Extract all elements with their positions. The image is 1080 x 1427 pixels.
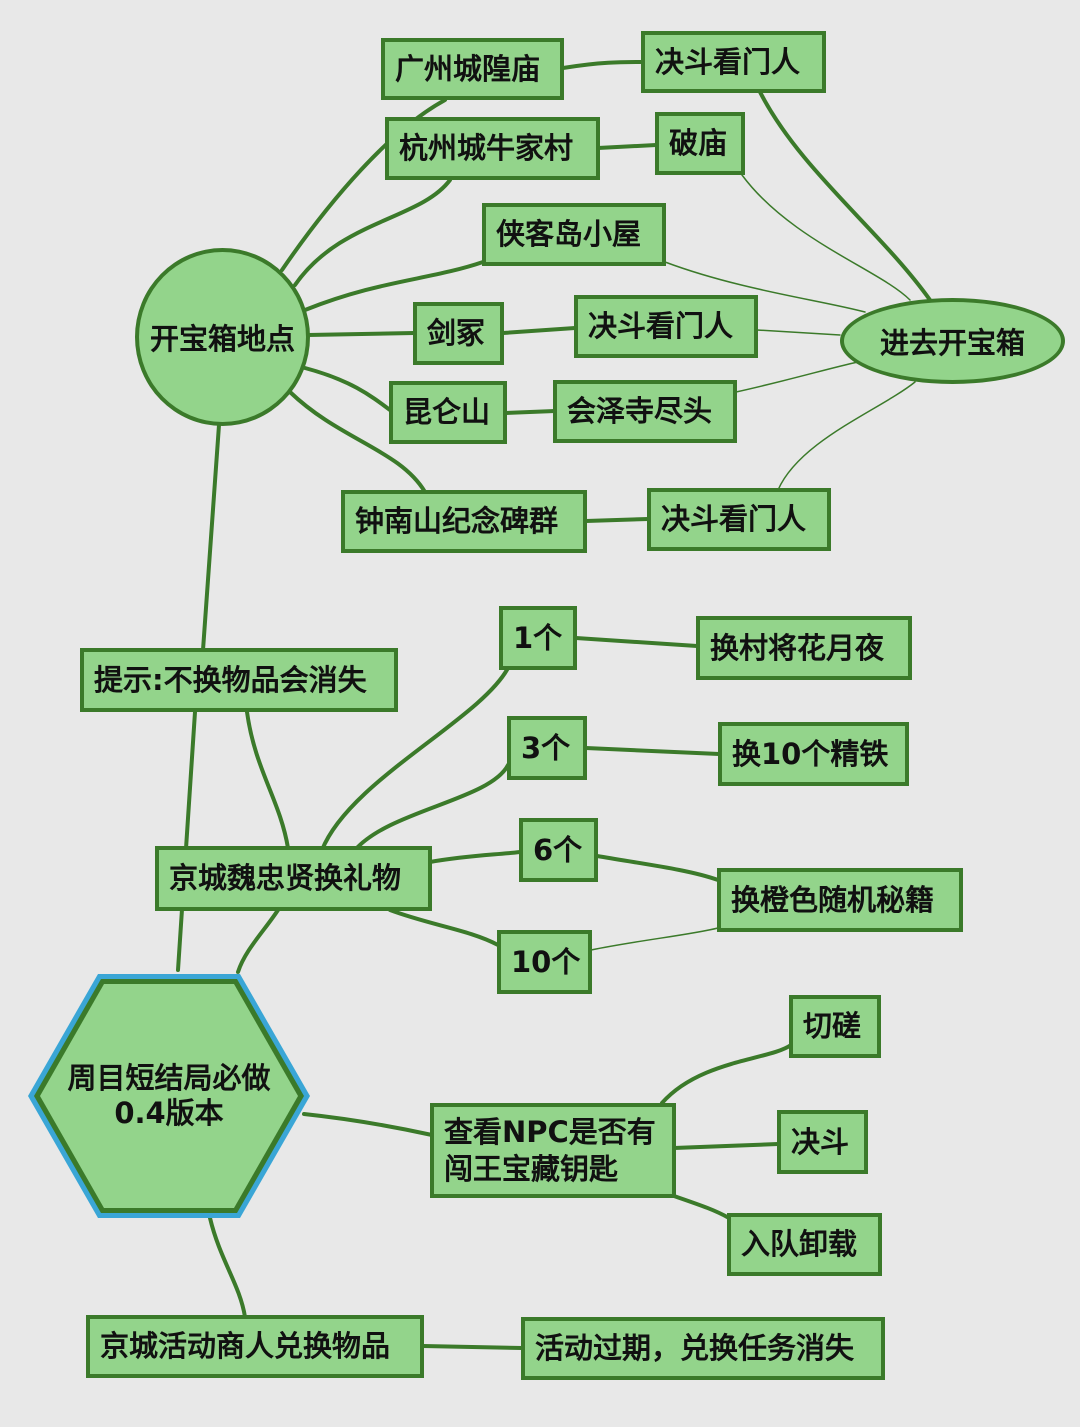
count-1: 1个 bbox=[499, 606, 577, 670]
connector bbox=[176, 710, 197, 972]
npc-line1: 查看NPC是否有 bbox=[444, 1115, 656, 1150]
reward-3: 换10个精铁 bbox=[718, 722, 909, 786]
npc-line2: 闯王宝藏钥匙 bbox=[444, 1151, 619, 1186]
connector bbox=[561, 60, 644, 70]
chest-locations-label: 开宝箱地点 bbox=[149, 322, 295, 356]
count-label: 1个 bbox=[513, 620, 563, 655]
reward-1: 换村将花月夜 bbox=[696, 616, 912, 680]
merchant-note-text: 活动过期，兑换任务消失 bbox=[535, 1331, 855, 1366]
central-topic-line2: 0.4版本 bbox=[114, 1096, 224, 1130]
merchant-title: 京城活动商人兑换物品 bbox=[100, 1329, 391, 1364]
step-kunlun-temple: 会泽寺尽头 bbox=[553, 380, 737, 443]
connector bbox=[236, 908, 280, 974]
open-chest-goal: 进去开宝箱 bbox=[840, 298, 1065, 384]
connector bbox=[574, 636, 699, 648]
step-guangzhou-duel: 决斗看门人 bbox=[641, 31, 826, 93]
step-label: 决斗看门人 bbox=[588, 309, 734, 344]
connector bbox=[735, 361, 859, 393]
connector bbox=[302, 1112, 434, 1137]
connector bbox=[245, 710, 290, 850]
step-label: 会泽寺尽头 bbox=[567, 394, 713, 429]
option-label: 切磋 bbox=[803, 1009, 862, 1044]
count-6: 6个 bbox=[519, 818, 598, 882]
connector bbox=[672, 1194, 731, 1220]
chest-locations-hub: 开宝箱地点 bbox=[135, 248, 310, 426]
connector bbox=[388, 908, 500, 947]
count-label: 3个 bbox=[521, 730, 571, 765]
count-10: 10个 bbox=[497, 930, 592, 994]
reward-6-10: 换橙色随机秘籍 bbox=[717, 868, 963, 932]
central-topic-line1: 周目短结局必做 bbox=[67, 1061, 271, 1096]
connector bbox=[590, 927, 719, 951]
location-label: 钟南山纪念碑群 bbox=[355, 504, 559, 539]
location-label: 杭州城牛家村 bbox=[399, 131, 574, 166]
connector bbox=[756, 329, 841, 336]
connector bbox=[741, 174, 911, 301]
reward-label: 换10个精铁 bbox=[732, 736, 889, 771]
step-label: 决斗看门人 bbox=[655, 44, 801, 79]
connector bbox=[595, 854, 720, 882]
connector bbox=[777, 381, 916, 491]
hexagon-shape bbox=[28, 974, 310, 1218]
connector bbox=[320, 666, 510, 852]
connector bbox=[504, 409, 557, 415]
connector bbox=[660, 1043, 793, 1105]
step-hangzhou-temple: 破庙 bbox=[655, 112, 745, 175]
connector bbox=[208, 1216, 247, 1319]
connector bbox=[672, 1142, 780, 1150]
connector bbox=[280, 98, 447, 272]
open-chest-label: 进去开宝箱 bbox=[879, 326, 1025, 360]
reward-label: 换橙色随机秘籍 bbox=[731, 882, 935, 917]
connector bbox=[303, 366, 392, 412]
count-label: 10个 bbox=[511, 944, 581, 979]
connector bbox=[288, 390, 427, 494]
option-spar: 切磋 bbox=[789, 995, 881, 1058]
central-topic: 周目短结局必做 0.4版本 bbox=[24, 970, 314, 1222]
option-label: 决斗 bbox=[791, 1124, 850, 1159]
option-duel: 决斗 bbox=[777, 1110, 868, 1174]
location-kunlun: 昆仑山 bbox=[389, 381, 507, 444]
connector bbox=[306, 331, 416, 337]
step-label: 决斗看门人 bbox=[661, 502, 807, 537]
count-3: 3个 bbox=[507, 716, 587, 780]
connector bbox=[421, 1344, 524, 1350]
tip-box: 提示:不换物品会消失 bbox=[80, 648, 398, 712]
connector bbox=[353, 763, 510, 852]
location-label: 剑冢 bbox=[427, 316, 486, 351]
merchant-note: 活动过期，兑换任务消失 bbox=[521, 1317, 885, 1380]
reward-label: 换村将花月夜 bbox=[710, 630, 885, 665]
connector bbox=[758, 90, 932, 302]
npc-check: 查看NPC是否有 闯王宝藏钥匙 bbox=[430, 1103, 676, 1198]
count-label: 6个 bbox=[533, 832, 583, 867]
connector bbox=[428, 850, 522, 864]
gift-title: 京城魏忠贤换礼物 bbox=[169, 861, 402, 896]
location-jianzhong: 剑冢 bbox=[413, 302, 504, 365]
step-label: 破庙 bbox=[669, 126, 728, 161]
gift-exchange: 京城魏忠贤换礼物 bbox=[155, 846, 432, 911]
tip-text: 提示:不换物品会消失 bbox=[94, 662, 367, 697]
location-label: 广州城隍庙 bbox=[395, 51, 541, 86]
option-label: 入队卸载 bbox=[741, 1227, 858, 1262]
location-zhongnan: 钟南山纪念碑群 bbox=[341, 490, 587, 553]
connector bbox=[293, 178, 452, 287]
location-xiakedao: 侠客岛小屋 bbox=[482, 203, 666, 266]
location-hangzhou: 杭州城牛家村 bbox=[385, 117, 600, 180]
connector bbox=[584, 517, 650, 523]
location-guangzhou: 广州城隍庙 bbox=[381, 38, 564, 100]
connector bbox=[584, 746, 721, 756]
step-zhongnan-duel: 决斗看门人 bbox=[647, 488, 831, 551]
connector bbox=[201, 423, 221, 652]
connector bbox=[664, 261, 866, 313]
step-jianzhong-duel: 决斗看门人 bbox=[574, 295, 758, 358]
location-label: 侠客岛小屋 bbox=[496, 217, 642, 252]
connector bbox=[501, 326, 577, 335]
merchant-exchange: 京城活动商人兑换物品 bbox=[86, 1315, 424, 1378]
location-label: 昆仑山 bbox=[403, 395, 491, 430]
option-join-party: 入队卸载 bbox=[727, 1213, 882, 1276]
connector bbox=[596, 143, 658, 150]
connector bbox=[303, 260, 485, 312]
